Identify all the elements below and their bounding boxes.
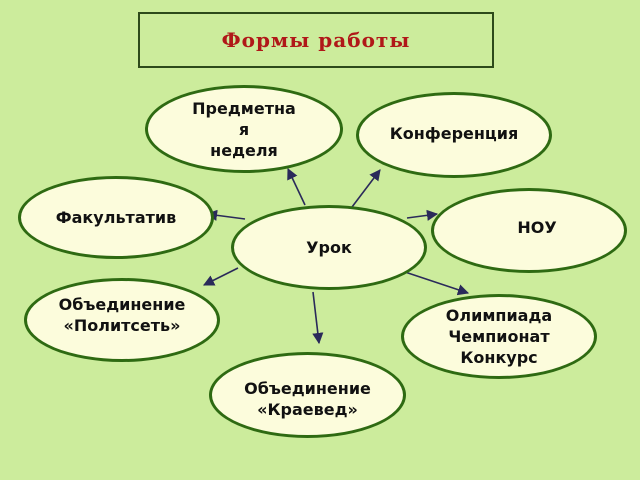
node-kraeved: Объединение «Краевед» xyxy=(209,352,406,438)
diagram-title: Формы работы xyxy=(221,28,411,52)
node-nou: НОУ xyxy=(431,188,627,273)
arrow-to-politset xyxy=(202,267,239,286)
node-politset: Объединение «Политсеть» xyxy=(24,278,220,362)
node-subject-week: Предметная неделя xyxy=(145,85,343,173)
arrow-to-kraeved xyxy=(312,291,324,345)
node-olympiad-label: Олимпиада Чемпионат Конкурс xyxy=(445,306,553,367)
node-olympiad: Олимпиада Чемпионат Конкурс xyxy=(401,294,597,379)
node-kraeved-label: Объединение «Краевед» xyxy=(244,379,371,419)
arrow-to-olympiad xyxy=(404,271,470,296)
node-conference: Конференция xyxy=(356,92,552,178)
node-politset-label: Объединение «Политсеть» xyxy=(58,295,186,335)
node-nou-label: НОУ xyxy=(517,218,557,237)
arrow-to-nou xyxy=(406,209,439,221)
node-lesson-label: Урок xyxy=(306,238,352,257)
node-elective: Факультатив xyxy=(18,176,214,259)
arrow-to-conference xyxy=(351,169,381,208)
node-lesson: Урок xyxy=(231,205,427,290)
node-conference-label: Конференция xyxy=(389,123,519,143)
node-elective-label: Факультатив xyxy=(55,208,177,227)
title-box: Формы работы xyxy=(138,12,494,68)
arrow-to-subject-week xyxy=(287,167,306,206)
node-subject-week-label: Предметная неделя xyxy=(192,98,296,160)
